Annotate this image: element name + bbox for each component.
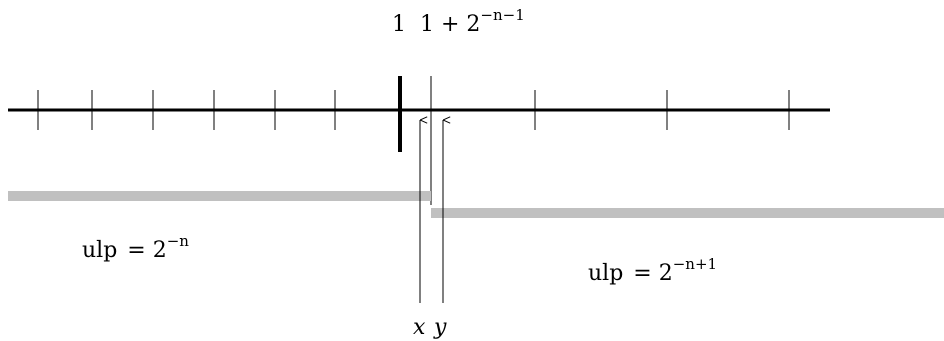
label-ulp-right: ulp = 2−n+1 — [588, 255, 717, 286]
label-ulp-left: ulp = 2−n — [82, 232, 189, 263]
ulp-band-right — [431, 208, 944, 218]
label-ulp-right-prefix: ulp — [588, 261, 623, 286]
label-one-plus-exponent: −n−1 — [480, 6, 524, 24]
label-ulp-left-prefix: ulp — [82, 238, 117, 263]
label-x: x — [413, 315, 426, 340]
label-one: 1 — [392, 12, 406, 37]
label-one-plus-base: 1 + 2 — [420, 12, 480, 37]
label-ulp-right-equals: = 2 — [633, 261, 672, 286]
left-ticks — [37, 90, 336, 130]
label-ulp-left-exponent: −n — [167, 232, 190, 250]
label-ulp-right-exponent: −n+1 — [673, 255, 717, 273]
label-y: y — [433, 315, 447, 340]
right-ticks — [534, 90, 790, 130]
label-ulp-left-equals: = 2 — [127, 238, 166, 263]
label-one-plus: 1 + 2−n−1 — [420, 6, 525, 37]
ulp-band-left — [8, 191, 431, 201]
